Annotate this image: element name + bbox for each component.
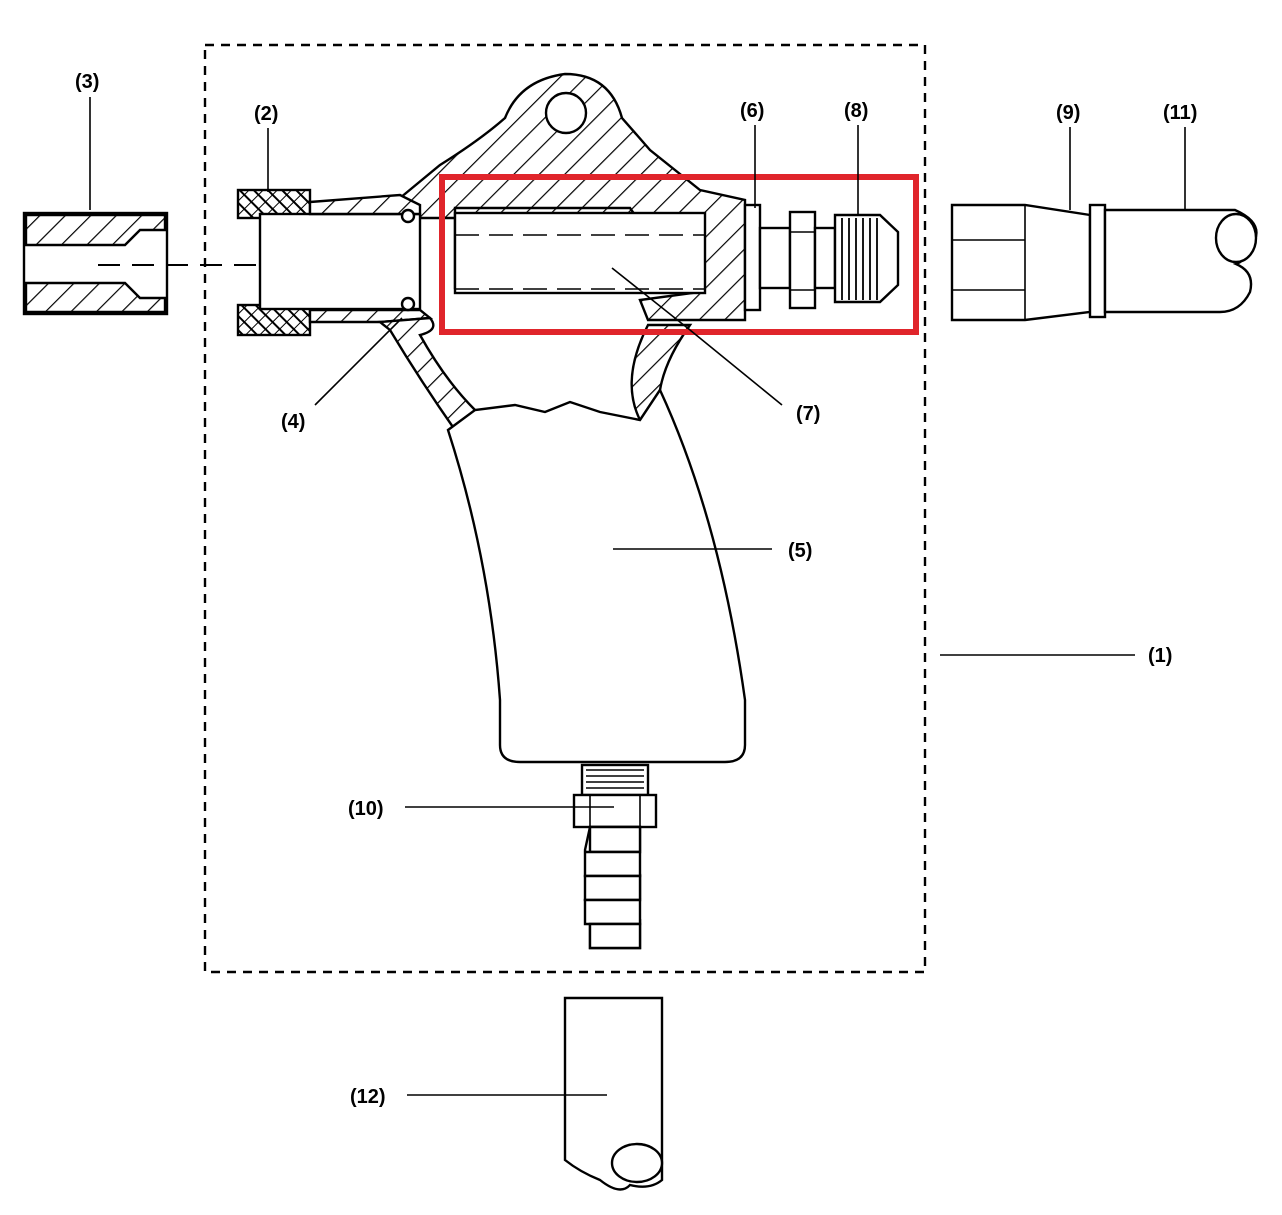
part-3-sleeve [22, 211, 169, 316]
label-3: (3) [75, 71, 99, 93]
label-8: (8) [844, 100, 868, 122]
hang-hole [544, 91, 588, 135]
part-12-hose [563, 996, 664, 1191]
label-5: (5) [788, 540, 812, 562]
handle-hatched-left [376, 316, 477, 432]
part-2-coupling-nut [236, 188, 434, 337]
label-6: (6) [740, 100, 764, 122]
part-4-o-rings [400, 208, 416, 312]
label-11: (11) [1163, 102, 1197, 124]
part-6-hex-fitting [743, 203, 817, 312]
assembly-boundary [203, 43, 927, 974]
label-1: (1) [1148, 645, 1172, 667]
gun-body-section [398, 72, 747, 322]
part-5-handle [446, 387, 747, 764]
label-9: (9) [1056, 102, 1080, 124]
label-12: (12) [350, 1086, 386, 1108]
highlight-box [439, 174, 919, 335]
label-2: (2) [254, 103, 278, 125]
part-11-hose [1103, 208, 1258, 314]
label-7: (7) [796, 403, 820, 425]
part-10-hose-barb [572, 763, 658, 950]
label-10: (10) [348, 798, 384, 820]
leader-lines [89, 97, 1186, 1096]
part-9-connector [950, 203, 1107, 322]
label-4: (4) [281, 411, 305, 433]
part-8-threaded-nozzle [813, 213, 900, 304]
